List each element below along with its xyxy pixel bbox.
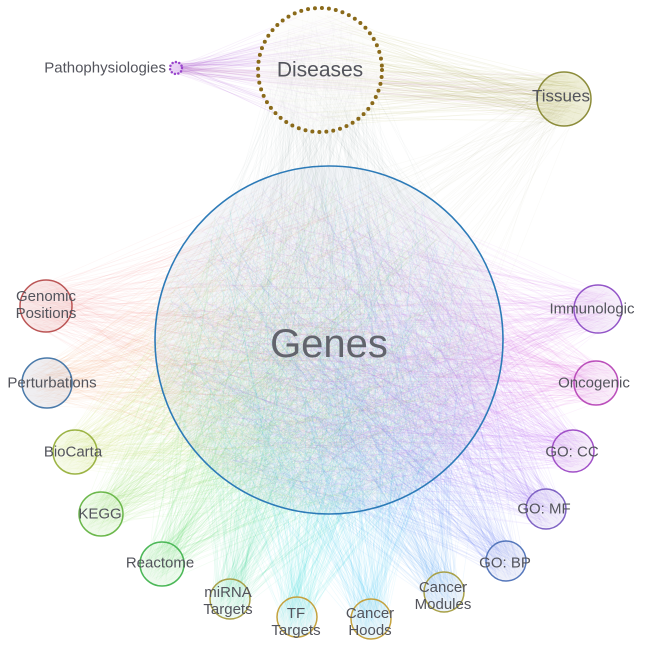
- node-label-genes: Genes: [270, 322, 388, 366]
- node-circle-mirna_targets[interactable]: [209, 578, 251, 620]
- node-circle-tissues[interactable]: [536, 71, 592, 127]
- node-label-immunologic: Immunologic: [549, 301, 635, 318]
- node-label-pathophysiologies: Pathophysiologies: [44, 60, 166, 77]
- edge-bundle-genes-go_mf: [164, 177, 565, 528]
- edge-bundle-genes-genomic_positions: [23, 175, 482, 506]
- edge-bundle-genes-cancer_hoods: [161, 183, 490, 638]
- edge-bundle-genes-cancer_modules: [169, 176, 490, 611]
- node-circle-kegg[interactable]: [78, 491, 124, 537]
- graph-labels: Genes Diseases PathophysiologiesTissuesGen…: [7, 59, 635, 639]
- edge-bundle-genes-tf_targets: [162, 180, 498, 634]
- edge-bundle-genes-go_bp: [168, 172, 525, 579]
- node-circle-go_bp[interactable]: [485, 540, 527, 582]
- edge-bundle-genes-tissues: [166, 74, 586, 500]
- node-circle-cancer_hoods[interactable]: [350, 598, 392, 640]
- node-circle-oncogenic[interactable]: [573, 360, 619, 406]
- edge-bundle-genes-kegg: [81, 179, 493, 534]
- edge-bundles: [23, 11, 619, 638]
- node-label-oncogenic: Oncogenic: [558, 375, 630, 392]
- node-label-kegg: KEGG: [78, 506, 121, 523]
- node-circle-go_cc[interactable]: [551, 429, 595, 473]
- node-circle-biocarta[interactable]: [52, 429, 98, 475]
- node-circle-cancer_modules[interactable]: [423, 571, 465, 613]
- edge-bundle-genes-oncogenic: [168, 179, 616, 507]
- node-label-go_cc: GO: CC: [545, 444, 599, 461]
- edge-bundle-genes-reactome: [142, 171, 492, 584]
- node-label-diseases: Diseases: [277, 59, 363, 82]
- node-label-tissues: Tissues: [532, 87, 590, 106]
- node-circle-pathophysiologies[interactable]: [168, 60, 184, 76]
- node-circle-genomic_positions[interactable]: [19, 279, 73, 333]
- node-circle-perturbations[interactable]: [21, 357, 73, 409]
- node-circle-diseases[interactable]: [256, 6, 384, 134]
- edge-bundle-genes-perturbations: [24, 178, 490, 503]
- node-circle-immunologic[interactable]: [573, 284, 623, 334]
- node-circle-reactome[interactable]: [139, 541, 185, 587]
- node-label-perturbations: Perturbations: [7, 375, 96, 392]
- node-label-go_bp: GO: BP: [479, 555, 531, 572]
- graph-nodes: [19, 6, 623, 640]
- node-circle-go_mf[interactable]: [525, 488, 567, 530]
- node-circle-genes[interactable]: [154, 165, 504, 515]
- node-label-go_mf: GO: MF: [517, 501, 570, 518]
- node-label-biocarta: BioCarta: [44, 444, 103, 461]
- edge-bundle-genes-go_cc: [165, 181, 593, 499]
- edge-bundle-genes-biocarta: [55, 178, 487, 508]
- node-circle-tf_targets[interactable]: [276, 596, 318, 638]
- node-label-reactome: Reactome: [126, 555, 194, 572]
- edge-bundle-genes-mirna_targets: [170, 178, 494, 616]
